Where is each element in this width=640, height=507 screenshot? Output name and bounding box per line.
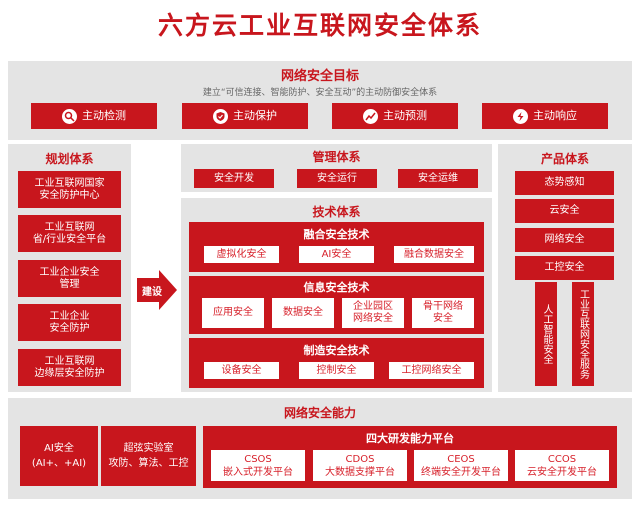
goal-item-active-detection: 主动检测 — [31, 103, 157, 129]
product-item: 工控安全 — [515, 256, 614, 280]
planning-item: 工业企业 安全防护 — [18, 304, 121, 341]
technology-panel: 技术体系 融合安全技术 虚拟化安全 AI安全 融合数据安全 信息安全技术 应用安… — [181, 198, 492, 392]
platform-card: CCOS 云安全开发平台 — [515, 450, 609, 481]
product-item: 态势感知 — [515, 171, 614, 195]
goal-heading: 网络安全目标 — [280, 69, 359, 84]
shield-check-icon — [213, 108, 228, 124]
goal-item-active-protection: 主动保护 — [182, 103, 308, 129]
products-heading: 产品体系 — [540, 152, 589, 166]
tech-group-fusion: 融合安全技术 虚拟化安全 AI安全 融合数据安全 — [189, 222, 484, 272]
planning-heading: 规划体系 — [45, 152, 94, 166]
goal-panel: 网络安全目标 建立“可信连接、智能防护、安全互动”的主动防御安全体系 主动检测 … — [8, 61, 632, 140]
search-shield-icon — [62, 108, 77, 124]
platform-desc: 云安全开发平台 — [527, 466, 597, 478]
management-item: 安全运维 — [398, 169, 478, 188]
technology-heading: 技术体系 — [312, 205, 361, 219]
planning-item: 工业互联网 省/行业安全平台 — [18, 215, 121, 252]
planning-item: 工业企业安全 管理 — [18, 260, 121, 297]
capability-panel: 网络安全能力 AI安全 (AI+、+AI) 超弦实验室 攻防、算法、工控 四大研… — [8, 398, 632, 499]
capability-line2: (AI+、+AI) — [31, 458, 87, 469]
tech-item: AI安全 — [299, 246, 374, 263]
tech-item: 控制安全 — [299, 362, 374, 379]
tech-group-title: 融合安全技术 — [303, 228, 370, 241]
goal-item-active-prediction: 主动预测 — [332, 103, 458, 129]
platform-desc: 嵌入式开发平台 — [223, 466, 293, 478]
product-item: 云安全 — [515, 199, 614, 223]
tech-group-manufacturing: 制造安全技术 设备安全 控制安全 工控网络安全 — [189, 338, 484, 388]
platforms-title: 四大研发能力平台 — [366, 432, 454, 445]
platform-name: CCOS — [547, 453, 577, 465]
build-arrow-label: 建设 — [142, 286, 162, 298]
goal-item-label: 主动检测 — [82, 109, 126, 122]
arrow-right-icon — [137, 270, 177, 310]
management-heading: 管理体系 — [312, 150, 361, 164]
tech-item: 虚拟化安全 — [204, 246, 279, 263]
platforms-box: 四大研发能力平台 CSOS 嵌入式开发平台 CDOS 大数据支撑平台 CEOS … — [203, 426, 617, 488]
capability-line2: 攻防、算法、工控 — [108, 458, 189, 469]
planning-item: 工业互联网国家 安全防护中心 — [18, 171, 121, 208]
goal-item-active-response: 主动响应 — [482, 103, 608, 129]
tech-group-title: 信息安全技术 — [303, 281, 370, 294]
build-arrow: 建设 — [137, 270, 177, 310]
capability-heading: 网络安全能力 — [283, 406, 356, 420]
tech-item: 数据安全 — [272, 298, 334, 328]
product-vertical-item: 人工智能安全 — [535, 282, 557, 386]
product-item: 网络安全 — [515, 228, 614, 252]
goal-item-label: 主动响应 — [533, 109, 577, 122]
platform-card: CSOS 嵌入式开发平台 — [211, 450, 305, 481]
product-vertical-item: 工业互联网安全服务 — [572, 282, 594, 386]
products-panel: 产品体系 态势感知 云安全 网络安全 工控安全 人工智能安全 工业互联网安全服务 — [498, 144, 632, 392]
goal-item-label: 主动预测 — [383, 109, 427, 122]
tech-item: 应用安全 — [202, 298, 264, 328]
capability-lab: 超弦实验室 攻防、算法、工控 — [101, 426, 196, 486]
lightning-icon — [513, 108, 528, 124]
tech-item: 设备安全 — [204, 362, 279, 379]
tech-item: 骨干网络 安全 — [412, 298, 474, 328]
capability-line1: 超弦实验室 — [123, 443, 174, 454]
platform-desc: 终端安全开发平台 — [421, 466, 501, 478]
management-item: 安全运行 — [297, 169, 377, 188]
goal-item-label: 主动保护 — [233, 109, 277, 122]
management-item: 安全开发 — [194, 169, 274, 188]
planning-panel: 规划体系 工业互联网国家 安全防护中心 工业互联网 省/行业安全平台 工业企业安… — [8, 144, 131, 392]
tech-item: 工控网络安全 — [389, 362, 474, 379]
platform-card: CDOS 大数据支撑平台 — [313, 450, 407, 481]
tech-item: 企业园区 网络安全 — [342, 298, 404, 328]
capability-line1: AI安全 — [44, 443, 74, 454]
platform-name: CSOS — [244, 453, 272, 465]
goal-subtitle: 建立“可信连接、智能防护、安全互动”的主动防御安全体系 — [202, 88, 438, 98]
platform-name: CEOS — [447, 453, 475, 465]
capability-ai-security: AI安全 (AI+、+AI) — [20, 426, 98, 486]
tech-group-information: 信息安全技术 应用安全 数据安全 企业园区 网络安全 骨干网络 安全 — [189, 276, 484, 334]
platform-name: CDOS — [345, 453, 375, 465]
tech-item: 融合数据安全 — [394, 246, 474, 263]
platform-card: CEOS 终端安全开发平台 — [414, 450, 508, 481]
planning-item: 工业互联网 边缘层安全防护 — [18, 349, 121, 386]
page-title: 六方云工业互联网安全体系 — [157, 11, 482, 40]
trend-chart-icon — [363, 108, 378, 124]
platform-desc: 大数据支撑平台 — [325, 466, 395, 478]
management-panel: 管理体系 安全开发 安全运行 安全运维 — [181, 144, 492, 192]
tech-group-title: 制造安全技术 — [303, 344, 370, 357]
